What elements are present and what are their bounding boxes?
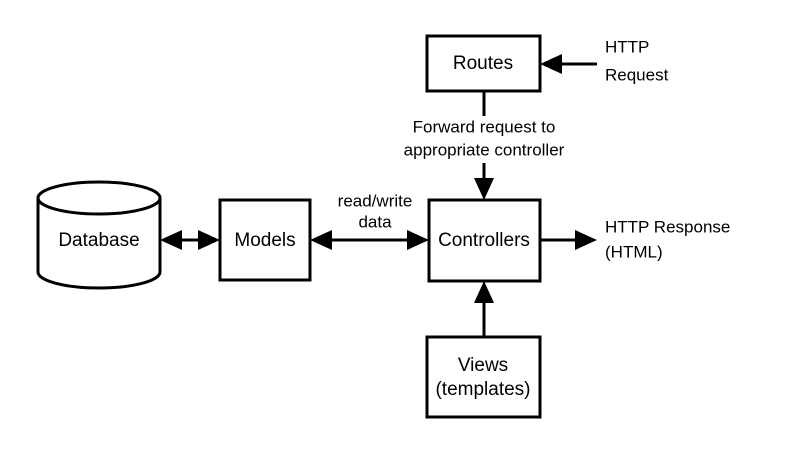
database-cylinder-body xyxy=(36,196,162,290)
node-database: Database xyxy=(36,180,162,290)
label-read-write-data: read/write data xyxy=(338,191,413,231)
models-label: Models xyxy=(234,230,295,251)
http-request-arrow-head xyxy=(540,54,562,74)
read-write-label-line2: data xyxy=(358,212,392,231)
node-views: Views (templates) xyxy=(425,335,542,419)
label-http-request: HTTP Request xyxy=(605,37,669,84)
views-to-controllers-arrow-head xyxy=(474,281,494,303)
routes-to-controllers-arrow-head xyxy=(474,178,494,200)
routes-label: Routes xyxy=(453,53,513,74)
database-label: Database xyxy=(58,230,139,251)
edge-views-to-controllers xyxy=(474,281,494,337)
http-response-arrow-head xyxy=(575,230,597,250)
edge-models-controllers xyxy=(310,230,429,250)
models-controllers-arrow-head-left xyxy=(310,230,332,250)
node-controllers: Controllers xyxy=(427,198,542,283)
views-label-line2: (templates) xyxy=(435,379,530,400)
database-cylinder-top xyxy=(36,180,162,216)
controllers-box xyxy=(427,198,542,283)
node-routes: Routes xyxy=(425,34,542,93)
edge-routes-to-controllers xyxy=(474,91,494,200)
forward-request-label-line2: appropriate controller xyxy=(404,140,565,159)
views-box xyxy=(425,335,542,419)
forward-request-label-line1: Forward request to xyxy=(413,117,556,136)
models-controllers-arrow-head-right xyxy=(407,230,429,250)
label-http-response: HTTP Response (HTML) xyxy=(605,217,730,261)
label-forward-request: Forward request to appropriate controlle… xyxy=(404,117,565,159)
database-models-arrow-head-right xyxy=(198,230,220,250)
views-label-line1: Views xyxy=(458,355,508,376)
http-response-label-line2: (HTML) xyxy=(605,242,663,261)
node-models: Models xyxy=(218,198,312,282)
http-request-label-line2: Request xyxy=(605,65,669,84)
database-models-arrow-head-left xyxy=(160,230,182,250)
read-write-label-line1: read/write xyxy=(338,191,413,210)
http-response-label-line1: HTTP Response xyxy=(605,217,730,236)
edge-http-request-to-routes xyxy=(540,54,597,74)
edge-database-models xyxy=(160,230,220,250)
edge-controllers-to-http-response xyxy=(540,230,597,250)
controllers-label: Controllers xyxy=(438,230,530,251)
http-request-label-line1: HTTP xyxy=(605,37,649,56)
